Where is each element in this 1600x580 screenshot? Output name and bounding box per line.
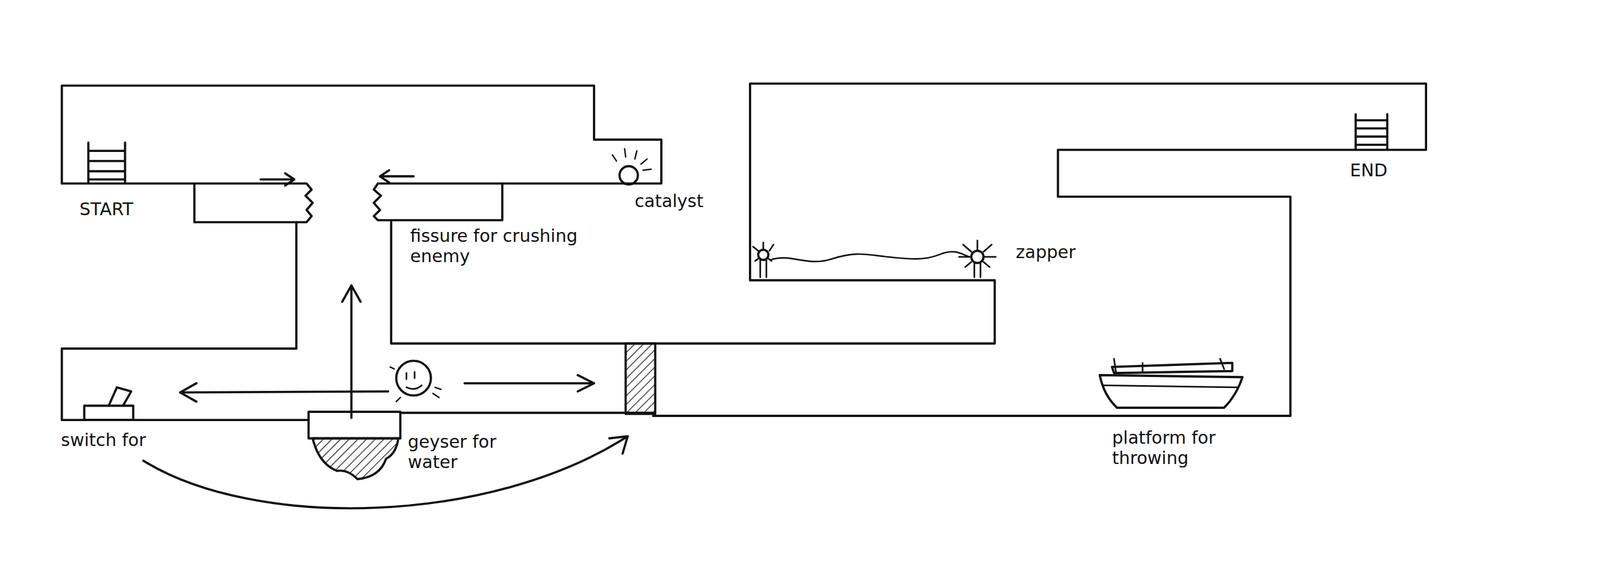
- move-arrow: [379, 169, 414, 183]
- wall: [400, 411, 654, 415]
- catalyst-orb: [612, 149, 652, 186]
- throwing-platform: [1112, 363, 1233, 374]
- crusher-block: [194, 183, 313, 223]
- electric-beam: [770, 251, 970, 262]
- player-character: [389, 360, 441, 402]
- geyser: [308, 411, 401, 439]
- level-sketch: [62, 83, 1426, 509]
- switch-symbol: [108, 387, 132, 407]
- catalyst-orb: [619, 165, 639, 185]
- ladder: [88, 142, 125, 184]
- hatched-gate: [625, 343, 655, 414]
- geyser-water: [312, 438, 399, 480]
- move-arrow: [179, 383, 389, 403]
- level-label: switch for: [59, 429, 148, 452]
- level-label: START: [77, 198, 136, 221]
- crusher-block: [373, 183, 502, 220]
- zapper-symbol: [958, 240, 996, 278]
- ladder: [1355, 114, 1388, 151]
- level-label: catalyst: [632, 190, 706, 213]
- throwing-platform: [1103, 359, 1239, 388]
- level-label: geyser for water: [406, 431, 532, 473]
- zapper-symbol: [971, 250, 984, 263]
- switch-symbol: [84, 405, 133, 421]
- level-label: fissure for crushing enemy: [408, 225, 586, 267]
- wall: [391, 83, 1426, 416]
- switch-arrow: [143, 436, 628, 509]
- ladder: [1355, 114, 1388, 151]
- throwing-platform: [1099, 375, 1243, 408]
- throwing-platform: [1099, 359, 1243, 408]
- switch-symbol: [84, 387, 133, 421]
- move-arrow: [464, 375, 595, 392]
- level-label: platform for throwing: [1110, 427, 1265, 469]
- zapper-symbol: [958, 240, 996, 278]
- move-arrow: [260, 173, 295, 186]
- ladder: [88, 142, 125, 184]
- wall: [62, 85, 662, 184]
- player-character: [396, 360, 432, 396]
- player-character: [406, 371, 422, 389]
- player-character: [389, 367, 441, 403]
- wall: [62, 182, 195, 185]
- geyser-arrow: [342, 285, 361, 418]
- level-label: END: [1348, 160, 1390, 182]
- level-label: zapper: [1014, 241, 1078, 264]
- catalyst-orb: [612, 149, 652, 171]
